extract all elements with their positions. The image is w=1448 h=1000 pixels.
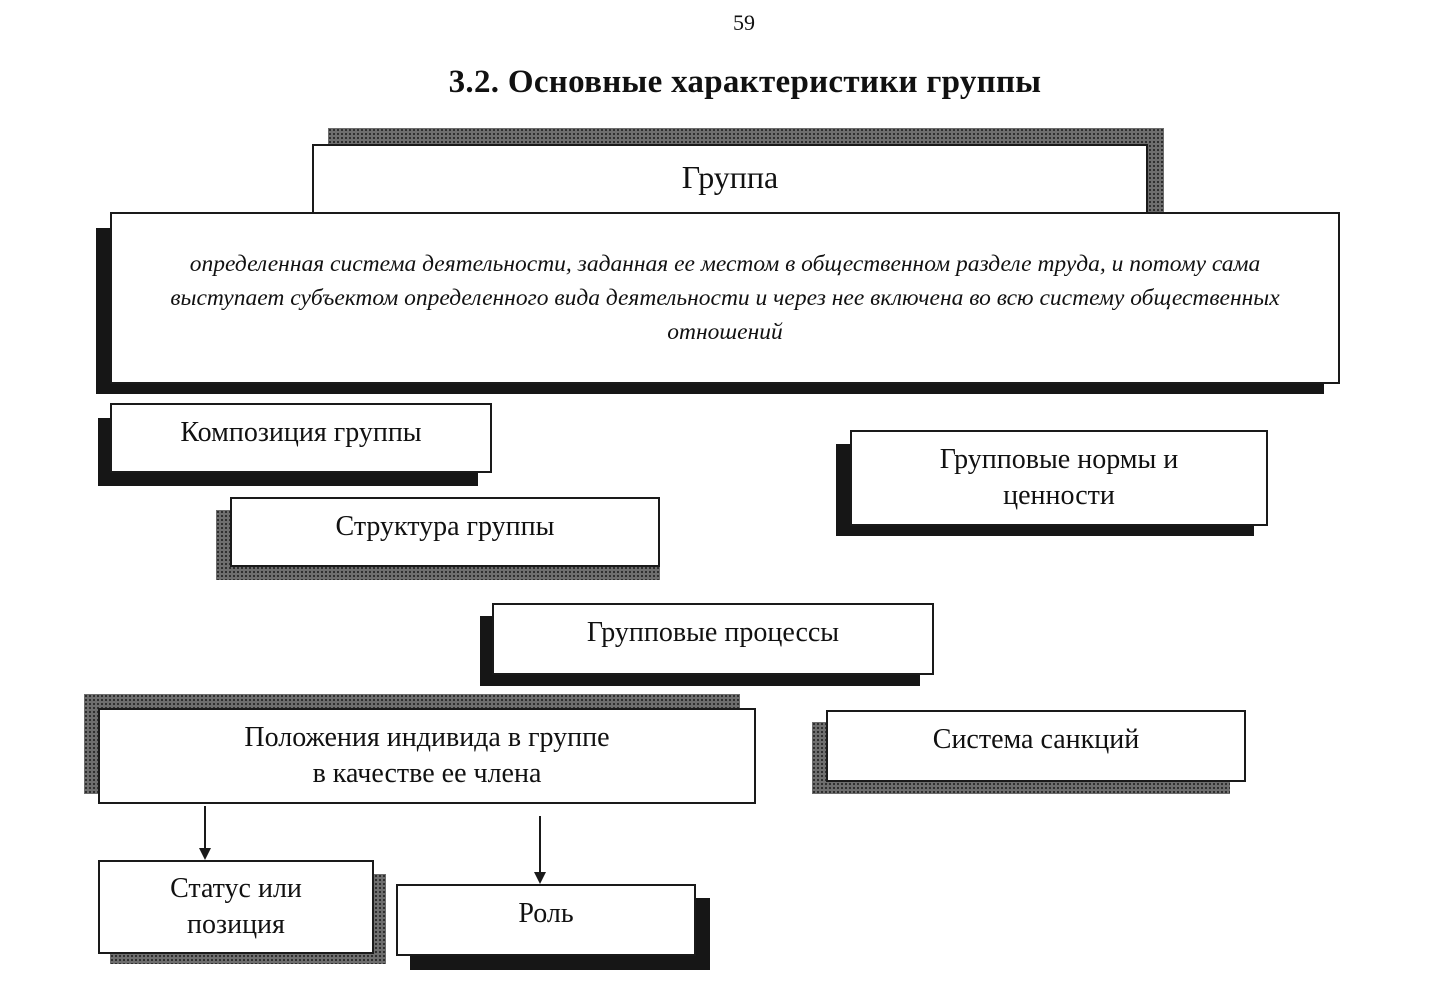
position-box: Положения индивида в группе в качестве е… bbox=[98, 708, 756, 804]
page-number: 59 bbox=[733, 10, 755, 35]
structure-label: Структура группы bbox=[335, 511, 555, 542]
composition-label: Композиция группы bbox=[180, 417, 422, 448]
sanctions-label: Система санкций bbox=[932, 724, 1140, 755]
definition-box: определенная система деятельности, задан… bbox=[110, 212, 1340, 384]
status-label: Статус или позиция bbox=[170, 873, 302, 940]
norms-box: Групповые нормы и ценности bbox=[850, 430, 1268, 526]
sanctions-box: Система санкций bbox=[826, 710, 1246, 782]
norms-label: Групповые нормы и ценности bbox=[939, 444, 1179, 511]
processes-box: Групповые процессы bbox=[492, 603, 934, 675]
group-definition: определенная система деятельности, задан… bbox=[170, 251, 1280, 345]
role-label: Роль bbox=[518, 898, 574, 929]
section-heading: 3.2. Основные характеристики группы bbox=[448, 64, 1042, 100]
position-label: Положения индивида в группе в качестве е… bbox=[244, 720, 609, 792]
group-title: Группа bbox=[681, 159, 779, 195]
position-label-line-1: Положения индивида в группе bbox=[244, 722, 610, 753]
arrow-to-role-head bbox=[534, 872, 546, 884]
composition-box: Композиция группы bbox=[110, 403, 492, 473]
position-label-line-2: в качестве ее члена bbox=[312, 758, 542, 789]
role-box: Роль bbox=[396, 884, 696, 956]
status-box: Статус или позиция bbox=[98, 860, 374, 954]
processes-label: Групповые процессы bbox=[586, 617, 840, 648]
structure-box: Структура группы bbox=[230, 497, 660, 567]
arrow-to-status-head bbox=[199, 848, 211, 860]
